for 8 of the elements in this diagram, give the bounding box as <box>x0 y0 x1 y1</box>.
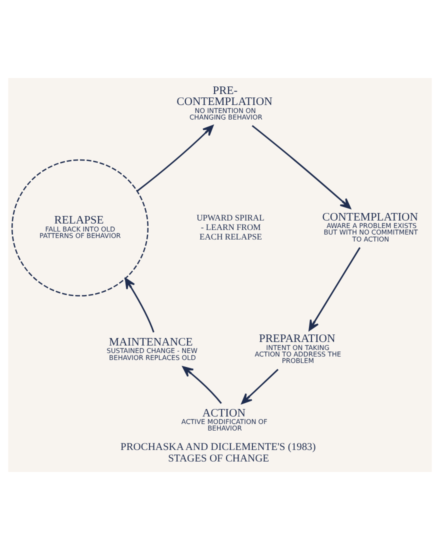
arrow <box>241 368 279 404</box>
caption: PROCHASKA AND DICLEMENTE'S (1983) STAGES OF CHANGE <box>120 442 316 464</box>
arrow <box>252 125 351 209</box>
label: UPWARD SPIRAL - LEARN FROM EACH RELAPSE <box>196 212 264 242</box>
arrow <box>308 247 361 331</box>
arrow <box>124 278 154 333</box>
arrow <box>182 366 222 404</box>
arrow <box>136 124 214 192</box>
